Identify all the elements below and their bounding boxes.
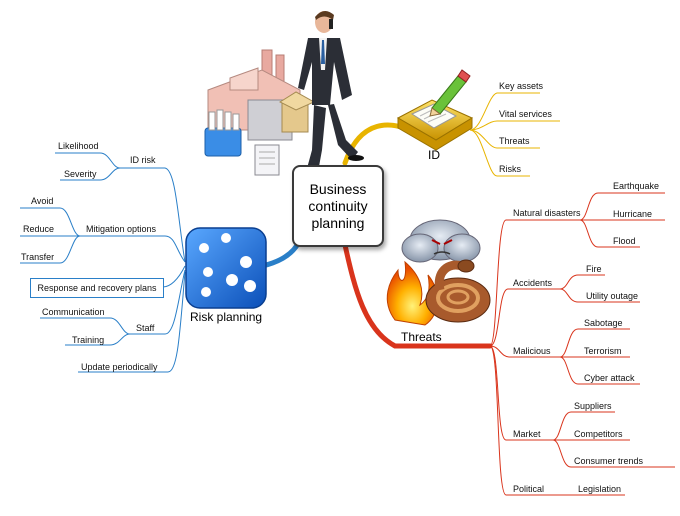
legislation-label[interactable]: Legislation [578, 484, 622, 494]
central-topic[interactable]: Business continuity planning [292, 165, 384, 247]
avoid-label[interactable]: Avoid [31, 196, 54, 206]
hurricane-label[interactable]: Hurricane [613, 209, 653, 219]
factory-icon [204, 49, 316, 176]
accidents-label[interactable]: Accidents [513, 278, 553, 288]
id-topic-label[interactable]: ID [428, 148, 440, 162]
id-connectors [469, 92, 560, 177]
fire-snake-storm-cloud-icon [386, 219, 491, 326]
id-item-risks[interactable]: Risks [499, 164, 521, 174]
mitigation-options-label[interactable]: Mitigation options [86, 224, 157, 234]
threats-connectors [489, 192, 675, 496]
natural-disasters-label[interactable]: Natural disasters [513, 208, 581, 218]
consumer-trends-label[interactable]: Consumer trends [574, 456, 644, 466]
likelihood-label[interactable]: Likelihood [58, 141, 99, 151]
response-recovery-plans-node[interactable]: Response and recovery plans [30, 278, 164, 298]
id-item-vital-services[interactable]: Vital services [499, 109, 552, 119]
severity-label[interactable]: Severity [64, 169, 97, 179]
utility-outage-label[interactable]: Utility outage [586, 291, 639, 301]
sabotage-label[interactable]: Sabotage [584, 318, 623, 328]
yellow-document-pencil-icon [396, 69, 474, 151]
id-item-threats[interactable]: Threats [499, 136, 530, 146]
malicious-label[interactable]: Malicious [513, 346, 551, 356]
terrorism-label[interactable]: Terrorism [584, 346, 622, 356]
reduce-label[interactable]: Reduce [23, 224, 55, 234]
risk-planning-topic-label[interactable]: Risk planning [190, 310, 263, 324]
fire-label[interactable]: Fire [586, 264, 602, 274]
threats-branch-line [342, 242, 493, 349]
earthquake-label[interactable]: Earthquake [613, 181, 660, 191]
staff-label[interactable]: Staff [136, 323, 155, 333]
blue-dice-icon [185, 227, 267, 309]
risk-connectors [20, 152, 186, 373]
flood-label[interactable]: Flood [613, 236, 636, 246]
threats-topic-label[interactable]: Threats [401, 330, 442, 344]
transfer-label[interactable]: Transfer [21, 252, 55, 262]
communication-label[interactable]: Communication [42, 307, 105, 317]
competitors-label[interactable]: Competitors [574, 429, 623, 439]
market-label[interactable]: Market [513, 429, 541, 439]
cyber-attack-label[interactable]: Cyber attack [584, 373, 635, 383]
training-label[interactable]: Training [72, 335, 105, 345]
businessman-on-phone-icon [298, 10, 364, 177]
political-label[interactable]: Political [513, 484, 545, 494]
id-risk-label[interactable]: ID risk [130, 155, 156, 165]
update-periodically-label[interactable]: Update periodically [81, 362, 158, 372]
id-item-key-assets[interactable]: Key assets [499, 81, 544, 91]
central-topic-label: Business continuity planning [308, 180, 368, 231]
suppliers-label[interactable]: Suppliers [574, 401, 612, 411]
